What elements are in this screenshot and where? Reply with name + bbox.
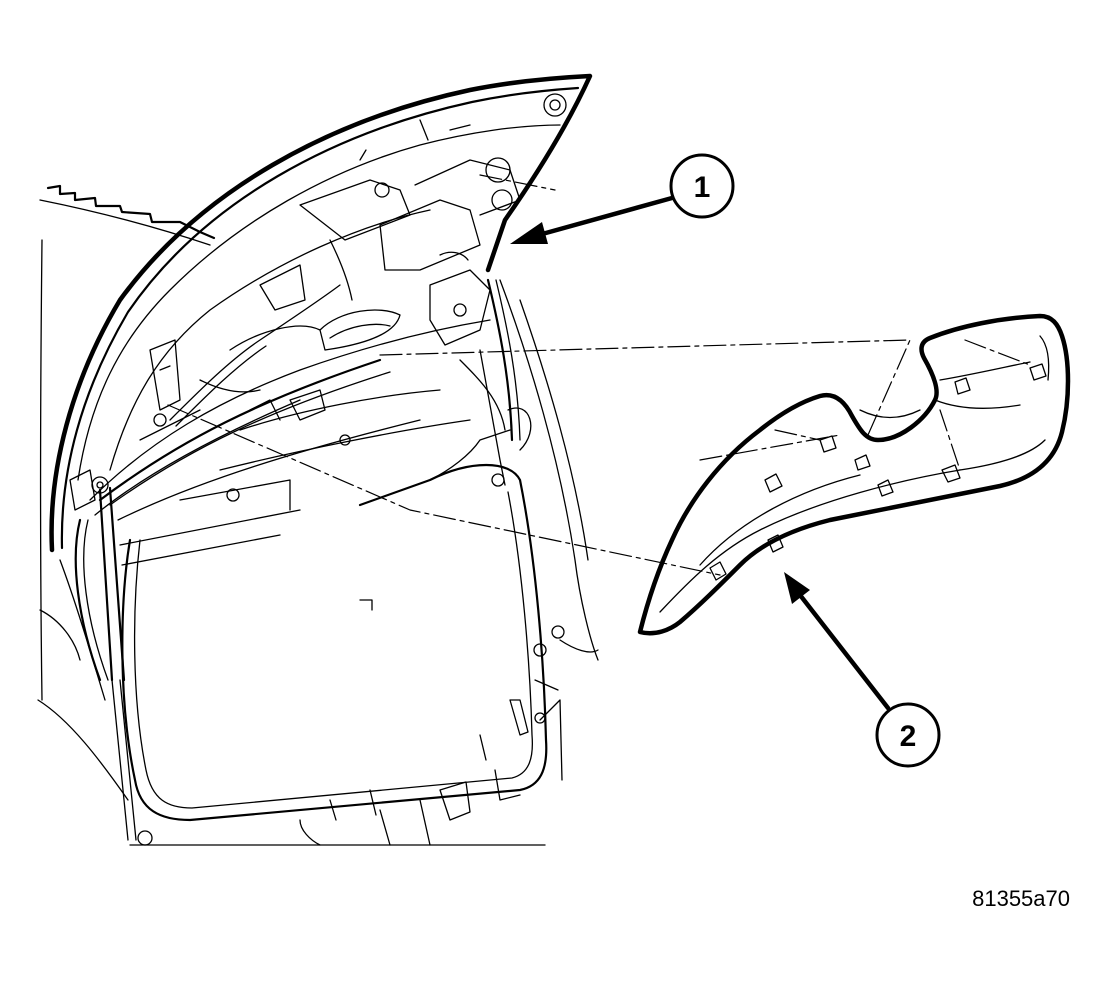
callout-1-circle	[669, 153, 735, 219]
figure-id: 81355a70	[972, 886, 1070, 911]
callout-1-leader	[532, 195, 675, 239]
alignment-lines	[167, 174, 1031, 576]
callout-2-leader	[797, 592, 891, 711]
callout-2-arrowhead	[784, 572, 810, 604]
liftgate-trim-panel	[637, 313, 1071, 636]
callout-2-circle	[875, 702, 941, 768]
callout-2: 2	[784, 572, 941, 768]
liftgate-inner-panel	[49, 73, 593, 553]
callout-1-arrowhead	[510, 222, 548, 244]
callout-1-label: 1	[694, 171, 711, 204]
vehicle-body-opening	[37, 184, 599, 846]
callout-1: 1	[510, 153, 735, 244]
callout-2-label: 2	[900, 720, 917, 753]
